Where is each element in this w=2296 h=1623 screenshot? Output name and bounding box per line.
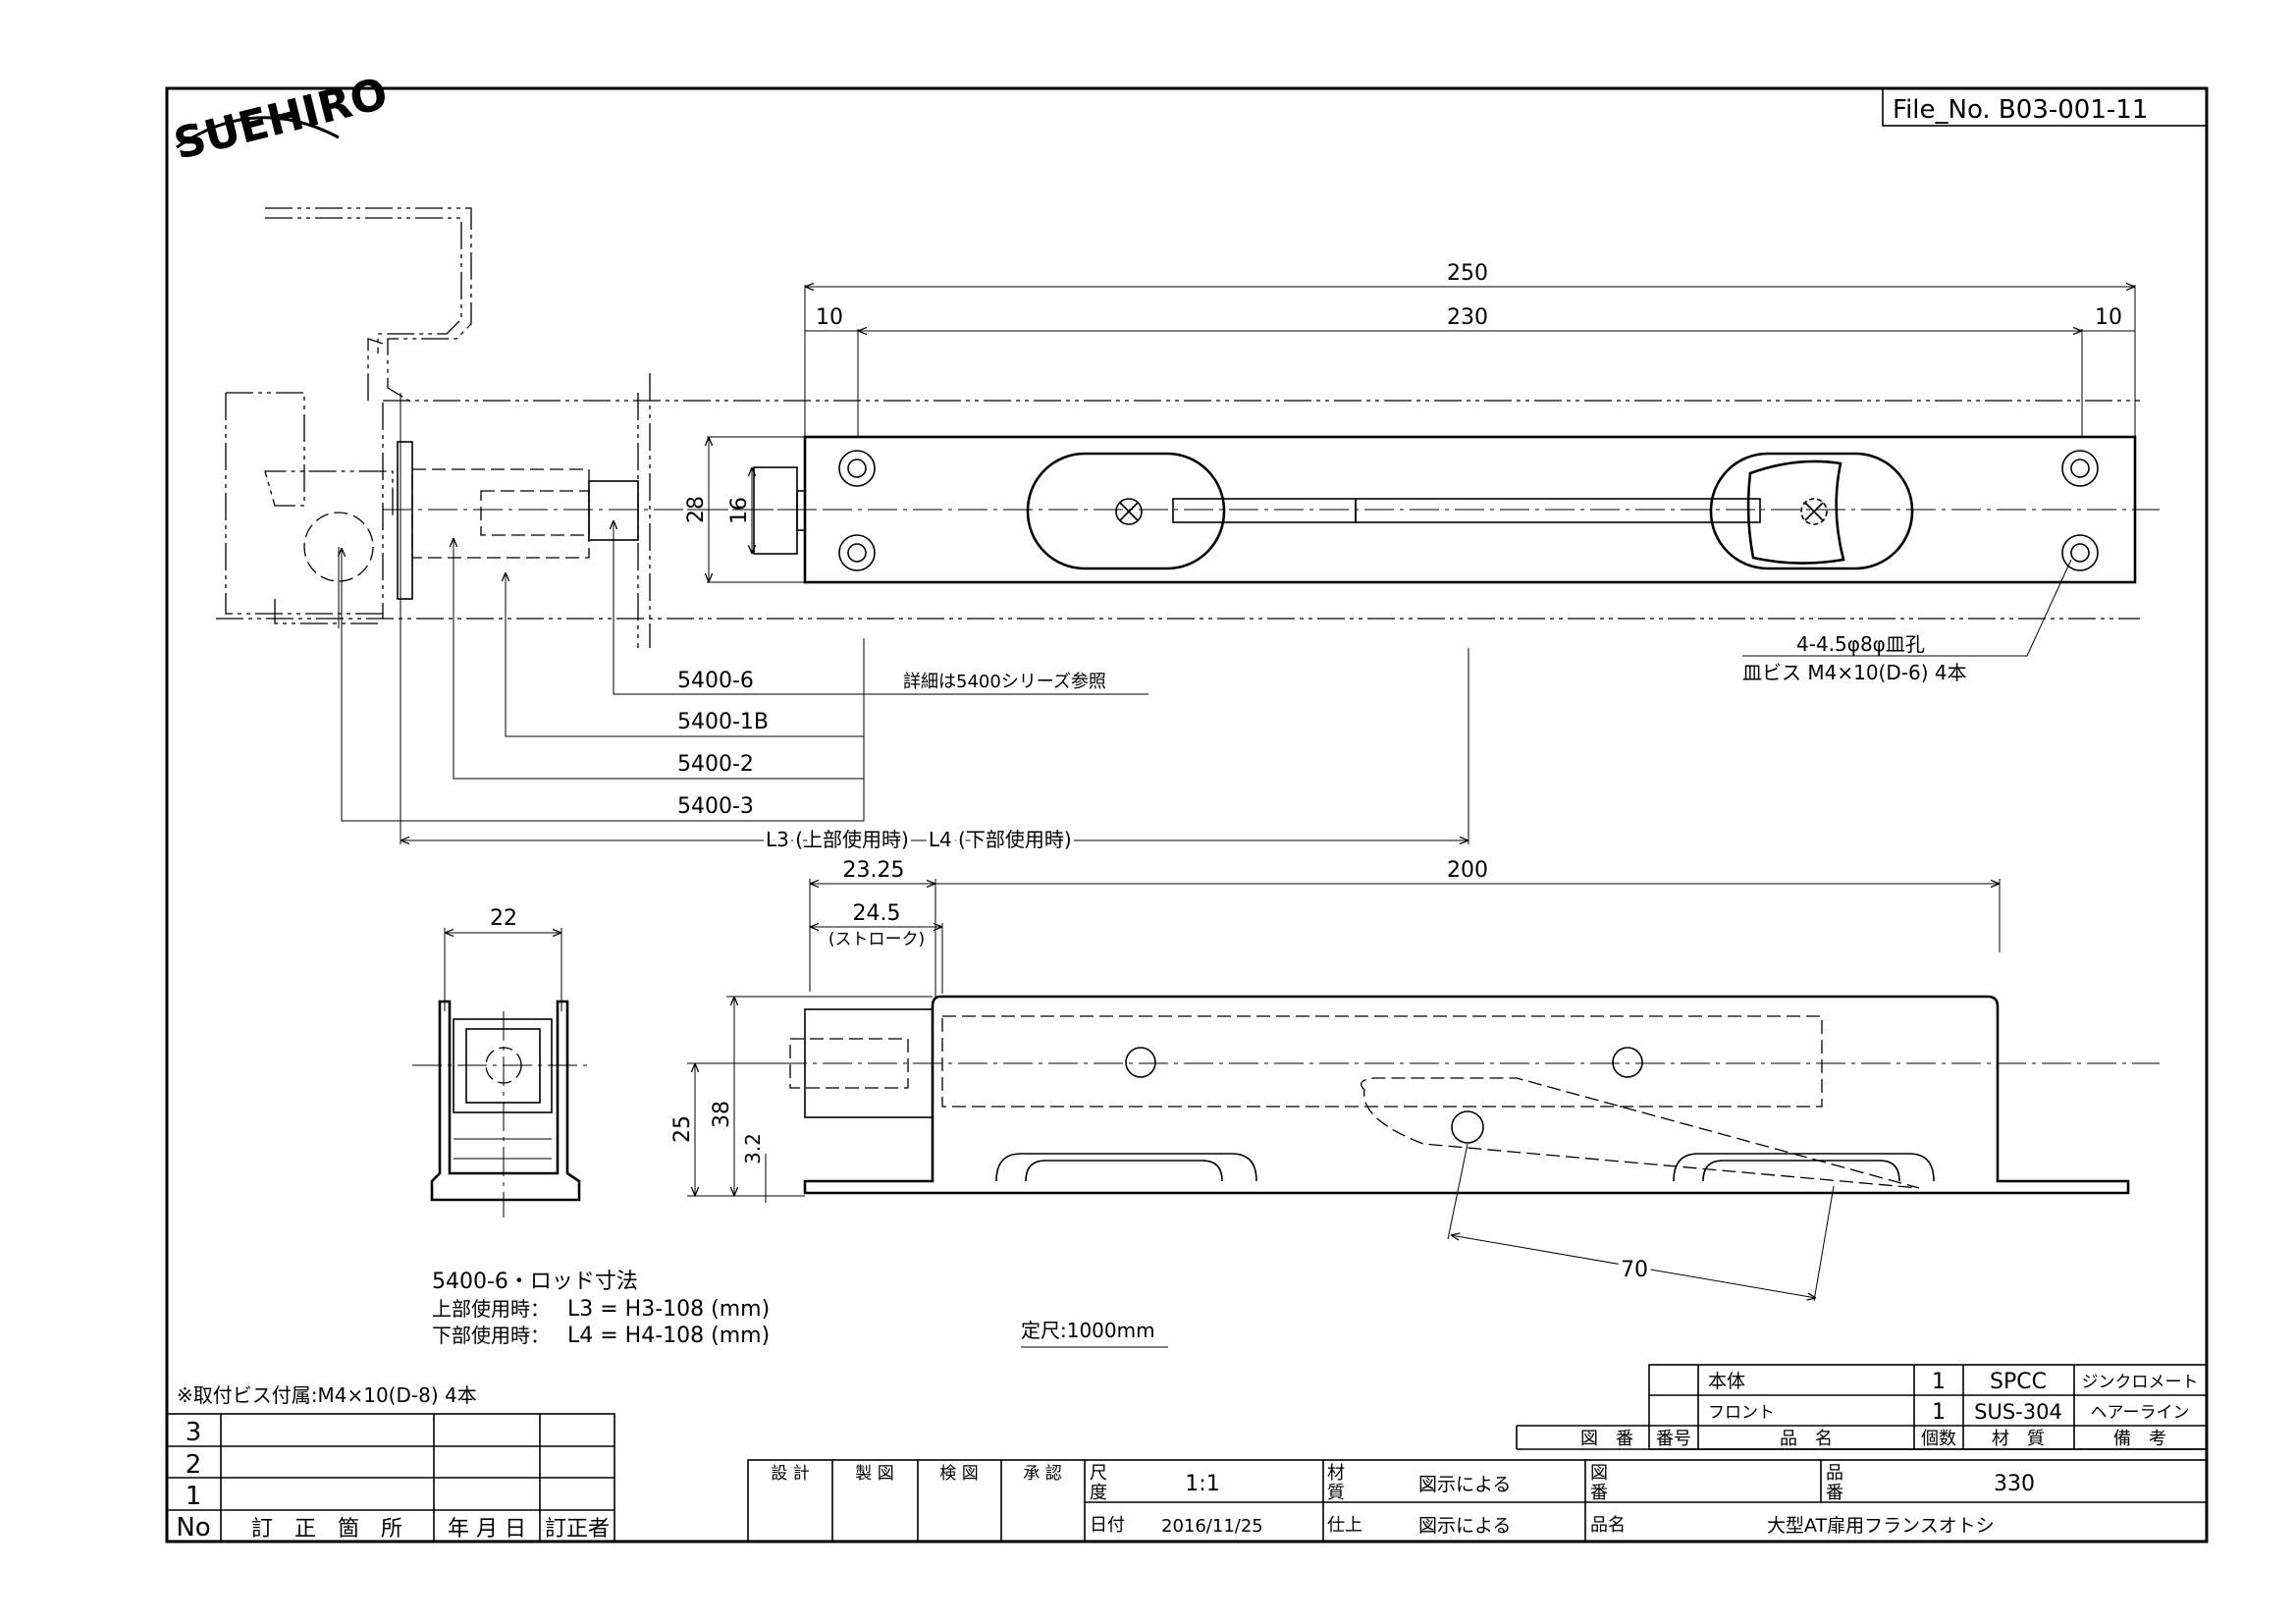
tb-scale-label-1: 尺 [1090,1463,1107,1484]
dim-38: 38 [710,1101,734,1128]
parts-header-part-no: 番号 [1656,1429,1691,1449]
tb-approval: 承 認 [1023,1464,1061,1484]
parts-row2-note: ヘアーライン [2091,1403,2190,1423]
revision-table: 3 2 1 No 訂 正 箇 所 年 月 日 訂正者 [166,1413,615,1542]
hole-note-2: 皿ビス M4×10(D-6) 4本 [1742,661,1967,684]
parts-row2-material: SUS-304 [1974,1400,2062,1424]
rod-note-lower-label: 下部使用時： [432,1324,550,1347]
parts-table: 本体 1 SPCC ジンクロメート フロント 1 SUS-304 ヘアーライン … [1516,1364,2208,1450]
lever [1746,460,1845,565]
suehiro-logo: SUEHIRO [169,69,393,170]
tb-date: 2016/11/25 [1161,1516,1263,1537]
dim-l3-l4: L3 (上部使用時) L4 (下部使用時) [766,828,1072,851]
rod-note-upper-label: 上部使用時： [432,1297,550,1321]
dim-25: 25 [670,1115,695,1143]
dim-250: 250 [1447,261,1488,286]
parts-row1-name: 本体 [1708,1371,1745,1392]
tb-inspection: 検 図 [939,1464,978,1484]
tb-material-value: 図示による [1418,1474,1511,1495]
revision-header-no: No [176,1513,210,1542]
bolt-body [803,995,2130,1195]
part-5400-6-note: 詳細は5400シリーズ参照 [903,672,1106,692]
logo-text: SUEHIRO [169,69,393,170]
part-5400-1b: 5400-1B [677,710,769,734]
right-slot [1709,452,1914,570]
parts-row2-qty: 1 [1932,1400,1946,1425]
standard-length: 定尺:1000mm [1021,1319,1155,1342]
tb-drawing-label-1: 図 [1590,1463,1608,1484]
end-view: 22 [412,906,589,1217]
tb-material-label-1: 材 [1327,1463,1345,1484]
file-no-box: File_No. B03-001-11 [1882,87,2208,127]
dim-200: 200 [1447,858,1488,883]
tb-design: 設 計 [771,1464,809,1484]
dim-23-25: 23.25 [843,858,905,883]
tb-scale: 1:1 [1185,1472,1219,1496]
parts-header-remarks: 備 考 [2113,1429,2166,1449]
tb-finish-value: 図示による [1418,1515,1511,1537]
dim-10-left: 10 [816,305,843,330]
tb-item-label-1: 品 [1826,1463,1843,1484]
part-5400-6: 5400-6 [677,669,754,693]
revision-header-corrector: 訂正者 [545,1517,610,1542]
parts-header-name: 品 名 [1780,1429,1833,1449]
parts-header-drawing-no: 図 番 [1580,1429,1633,1449]
revision-row-3: 3 [186,1418,202,1447]
screw-hole-group [838,450,2099,571]
parts-header-qty: 個数 [1921,1429,1956,1449]
parts-row1-note: ジンクロメート [2082,1373,2199,1392]
hole-note-1: 4-4.5φ8φ皿孔 [1796,632,1925,656]
part-5400-2: 5400-2 [677,752,754,777]
revision-header-location: 訂 正 箇 所 [251,1517,402,1542]
title-block: 設 計 製 図 検 図 承 認 尺 度 1:1 材 質 図示による 図 番 品 … [747,1459,2208,1542]
dim-16: 16 [727,497,752,524]
dim-24-5: 24.5 [853,901,901,926]
front-view: 250 230 10 10 [216,261,2160,684]
tb-drawing-label-2: 番 [1590,1483,1608,1503]
tb-item-value: 330 [1994,1472,2035,1496]
rod-note-lower-formula: L4 = H4-108 (mm) [567,1324,770,1348]
revision-row-2: 2 [186,1450,202,1480]
revision-row-1: 1 [186,1482,202,1511]
tb-date-label: 日付 [1090,1515,1125,1536]
parts-row1-qty: 1 [1932,1370,1946,1394]
left-assembly-view: 5400-6 詳細は5400シリーズ参照 5400-1B 5400-2 5400… [225,207,1469,855]
revision-header-date: 年 月 日 [448,1517,526,1542]
part-5400-3: 5400-3 [677,794,754,819]
tb-finish-label: 仕上 [1327,1515,1362,1536]
tb-item-label-2: 番 [1826,1483,1843,1503]
dim-230: 230 [1447,305,1488,330]
tb-drafting: 製 図 [855,1464,893,1484]
side-view: 23.25 200 24.5 (ストローク) 25 38 3.2 [670,858,2160,1302]
rod-note-upper-formula: L3 = H3-108 (mm) [567,1297,770,1322]
tb-name-label: 品名 [1590,1515,1626,1536]
parts-row1-material: SPCC [1990,1370,2047,1394]
rod-note: 5400-6・ロッド寸法 上部使用時： L3 = H3-108 (mm) 下部使… [432,1270,770,1348]
tb-name-value: 大型AT扉用フランスオトシ [1767,1515,1995,1537]
dim-70: 70 [1621,1258,1648,1282]
file-no: File_No. B03-001-11 [1893,95,2148,125]
rod-note-title: 5400-6・ロッド寸法 [432,1270,638,1294]
parts-header-material: 材 質 [1992,1429,2045,1449]
dim-10-right: 10 [2095,305,2122,330]
dim-22: 22 [490,906,517,931]
screw-note: ※取付ビス付属:M4×10(D-8) 4本 [177,1383,477,1407]
tb-material-label-2: 質 [1327,1483,1345,1503]
parts-row2-name: フロント [1708,1403,1775,1423]
dim-3-2: 3.2 [741,1133,765,1164]
dim-stroke: (ストローク) [828,930,925,949]
left-slot [1026,452,1226,570]
tb-scale-label-2: 度 [1090,1483,1107,1503]
